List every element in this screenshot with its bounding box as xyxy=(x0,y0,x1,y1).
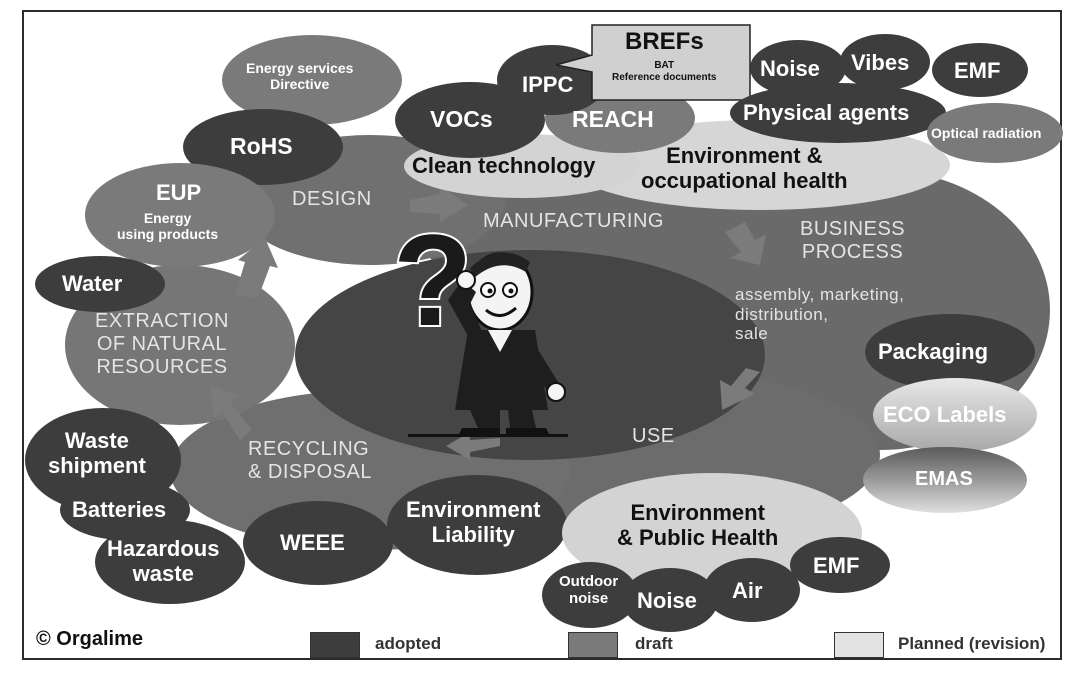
bubble-rohs xyxy=(183,109,343,185)
label-recycling: RECYCLING & DISPOSAL xyxy=(248,438,372,483)
legend-swatch-planned xyxy=(834,632,884,658)
figure-body xyxy=(455,330,548,410)
bubble-water xyxy=(35,256,165,312)
label-energy-services: Energy services Directive xyxy=(246,60,354,93)
bubble-optical-radiation xyxy=(927,103,1063,163)
label-clean-technology: Clean technology xyxy=(412,153,596,178)
bubble-energy-services xyxy=(222,35,402,125)
bubble-env-public-health xyxy=(562,473,862,593)
label-eco-labels: ECO Labels xyxy=(883,402,1007,427)
label-env-public-health: Environment & Public Health xyxy=(617,500,779,551)
label-batteries: Batteries xyxy=(72,497,167,522)
figure-arm-lower xyxy=(528,345,560,392)
label-eup: EUP xyxy=(156,180,202,205)
legend-swatch-draft xyxy=(568,632,618,658)
bubble-outdoor-noise xyxy=(542,562,638,628)
label-packaging: Packaging xyxy=(878,339,989,364)
figure-hair xyxy=(470,252,530,278)
figure-shoes xyxy=(458,428,550,436)
label-outdoor-noise: Outdoor noise xyxy=(559,573,619,608)
bubble-emf-top xyxy=(932,43,1028,97)
label-weee: WEEE xyxy=(280,530,345,555)
bubble-eup xyxy=(85,163,275,267)
label-emas: EMAS xyxy=(915,468,973,490)
thinking-man-figure: ? xyxy=(391,205,568,437)
label-eup-sub: Energy using products xyxy=(117,210,219,243)
label-rohs: RoHS xyxy=(230,133,293,159)
legend-label-adopted: adopted xyxy=(375,634,442,653)
label-brefs: BREFs xyxy=(625,28,704,55)
arrow-recycling-to-extraction xyxy=(210,385,252,440)
label-business-process: BUSINESS PROCESS xyxy=(800,218,906,263)
label-emf-top: EMF xyxy=(954,58,1001,83)
figure-mouth xyxy=(485,306,517,317)
label-physical-agents: Physical agents xyxy=(743,100,910,125)
label-business-detail: assembly, marketing, distribution, sale xyxy=(735,285,905,344)
bubble-hazardous-waste xyxy=(95,520,245,604)
label-design: DESIGN xyxy=(292,188,372,210)
label-vocs: VOCs xyxy=(430,106,493,132)
bubble-eco-labels xyxy=(873,378,1037,452)
figure-collar xyxy=(488,330,512,352)
label-water: Water xyxy=(62,271,123,296)
label-emf-bottom: EMF xyxy=(813,553,860,578)
bubble-weee xyxy=(243,501,393,585)
label-env-liability: Environment Liability xyxy=(406,497,541,548)
figure-hand-lower xyxy=(546,382,566,402)
arrow-business-to-use xyxy=(720,368,760,410)
legend-label-planned: Planned (revision) xyxy=(898,634,1046,653)
figure-legs xyxy=(470,410,536,428)
label-use: USE xyxy=(632,425,675,447)
bubble-noise-bottom xyxy=(622,568,718,632)
bubble-emas xyxy=(863,447,1027,513)
cycle-arrows xyxy=(210,186,766,460)
label-vibes: Vibes xyxy=(851,50,910,75)
label-air: Air xyxy=(732,578,763,603)
bubble-packaging xyxy=(865,314,1035,390)
arrow-design-to-manufacturing xyxy=(410,186,468,222)
bubble-physical-agents xyxy=(730,83,946,143)
label-env-occupational: Environment & occupational health xyxy=(641,143,848,194)
label-reach: REACH xyxy=(572,106,654,132)
arrow-manufacturing-to-business xyxy=(725,222,766,265)
label-noise-top: Noise xyxy=(760,56,820,81)
label-manufacturing: MANUFACTURING xyxy=(483,210,664,232)
arrow-use-to-recycling xyxy=(446,432,500,460)
legend-label-draft: draft xyxy=(635,634,673,653)
bubble-vibes xyxy=(840,34,930,90)
label-brefs-sub: BAT Reference documents xyxy=(612,60,717,83)
bubble-noise-top xyxy=(750,40,846,96)
bubble-emf-bottom xyxy=(790,537,890,593)
label-ippc: IPPC xyxy=(522,72,574,97)
bubble-brefs-shape xyxy=(555,24,751,101)
legend-swatch-adopted xyxy=(310,632,360,658)
label-waste-shipment: Waste shipment xyxy=(48,428,146,479)
bubble-air xyxy=(704,558,800,622)
copyright-label: © Orgalime xyxy=(36,628,143,650)
figure-hand-raised xyxy=(456,270,476,290)
label-optical-radiation: Optical radiation xyxy=(931,125,1042,141)
figure-arm-raised xyxy=(448,280,484,336)
label-extraction: EXTRACTION OF NATURAL RESOURCES xyxy=(95,310,229,378)
bubble-vocs xyxy=(395,82,545,158)
bubble-env-liability xyxy=(387,475,567,575)
label-noise-bottom: Noise xyxy=(637,588,697,613)
label-hazardous-waste: Hazardous waste xyxy=(107,536,220,587)
arrow-extraction-to-design xyxy=(235,238,278,298)
